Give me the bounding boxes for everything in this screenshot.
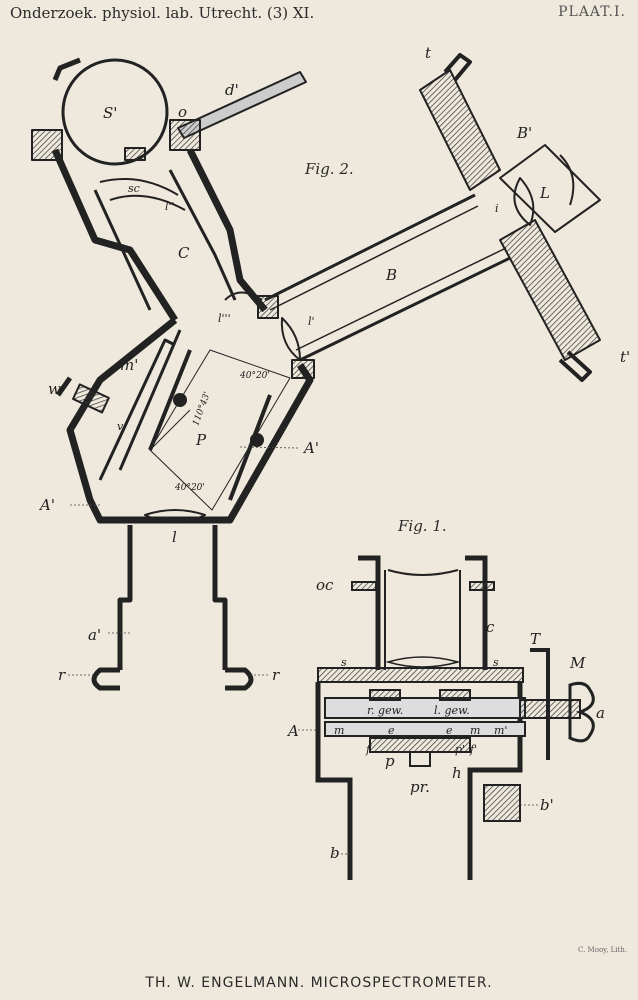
label-A: A [286, 722, 299, 740]
label-lgew: l. gew. [434, 704, 470, 717]
label-T: T [530, 630, 541, 648]
head-B-right [499, 219, 601, 361]
label-m3: m' [494, 724, 507, 737]
header-citation: Onderzoek. physiol. lab. Utrecht. (3) XI… [10, 4, 315, 22]
label-f1: f [365, 743, 372, 756]
label-c: c [486, 618, 495, 636]
label-C: C [178, 244, 190, 262]
label-a: a [596, 704, 605, 722]
fig1-drawing [315, 555, 595, 880]
prism-P [149, 349, 291, 511]
screw-w [72, 383, 110, 414]
label-o: o [178, 103, 187, 121]
fig2-title: Fig. 2. [305, 160, 354, 178]
label-a: a' [88, 626, 101, 644]
angle-3: 40°20' [174, 483, 205, 493]
label-Ap1: A' [302, 439, 319, 457]
label-l2: l'' [165, 200, 175, 213]
lens-l1 [280, 317, 301, 361]
label-tp: t' [620, 348, 630, 366]
label-Bp: B' [516, 124, 532, 142]
label-v: v [117, 420, 124, 433]
label-S: S' [103, 104, 117, 122]
label-oc: oc [316, 576, 334, 594]
label-rgew: r. gew. [367, 704, 403, 717]
label-pr: pr. [410, 778, 430, 796]
label-d: d' [225, 81, 239, 99]
tube-B-bottom [299, 256, 511, 362]
label-b: b [330, 844, 340, 862]
eyepiece-tube-c [358, 555, 488, 670]
tube-B-top [264, 193, 476, 302]
prism-block-p [369, 737, 471, 753]
lens-l [144, 509, 206, 524]
tube-C-inner-left [93, 189, 152, 311]
mirror-plate [148, 349, 192, 451]
lens-L-housing [499, 144, 601, 233]
label-t: t [425, 44, 432, 62]
label-bp: b' [540, 796, 554, 814]
label-h: h [452, 764, 462, 782]
plate-number: PLAAT.I. [558, 4, 626, 20]
fig1-labels: oc c T M s s r. gew. l. gew. a A m e e m… [286, 576, 605, 862]
label-P: P [195, 431, 207, 449]
lens-L [513, 177, 535, 226]
label-p: p [385, 752, 395, 770]
label-s1: s [341, 656, 347, 669]
label-m: m' [120, 356, 138, 374]
label-m1: m [334, 724, 344, 737]
fig2-labels: S' d' o sc l'' C l''' l' B B' t t' L i m… [38, 44, 630, 684]
label-s2: s [493, 656, 499, 669]
head-B-left [419, 69, 501, 191]
label-l: l [172, 528, 177, 546]
lens-sc [99, 177, 179, 196]
knob-t [443, 53, 472, 82]
label-e2: e [446, 724, 453, 737]
tube-C-left [51, 148, 178, 322]
mirror-plate-2 [228, 394, 272, 501]
foot-left [91, 667, 120, 691]
knob-b [483, 784, 521, 822]
fig2-drawing [31, 53, 601, 691]
label-f2: f' [469, 743, 477, 756]
label-M: M [569, 654, 586, 672]
mirror-arm [52, 57, 81, 81]
housing-inner [118, 329, 182, 471]
lithographer-credit: C. Mooy, Lith. [578, 946, 628, 954]
plate-caption: TH. W. ENGELMANN. MICROSPECTROMETER. [145, 975, 493, 991]
label-i: i [495, 202, 499, 215]
plate-s [317, 667, 524, 683]
tube-a [117, 525, 133, 670]
knob-tp [558, 350, 592, 382]
angle-1: 40°20' [239, 371, 270, 381]
slide-m [324, 697, 526, 719]
label-w: w [48, 380, 61, 398]
mirror-circle [61, 58, 169, 166]
angle-2: 110°43' [191, 390, 213, 427]
label-r1: r [58, 666, 66, 684]
label-L: L [539, 184, 550, 202]
slide-m2 [324, 721, 526, 737]
housing-A [66, 317, 314, 524]
label-B: B [385, 266, 397, 284]
fig1-title: Fig. 1. [398, 517, 447, 535]
label-m2: m [470, 724, 480, 737]
label-sc: sc [128, 182, 140, 195]
label-Ap2: A' [38, 496, 55, 514]
tube-C-inner-right [168, 169, 237, 301]
label-e1: e [388, 724, 395, 737]
clamp-o [169, 119, 201, 151]
label-p1: p' [455, 743, 465, 756]
handle-M [568, 681, 595, 743]
label-l1: l' [308, 315, 315, 328]
label-r2: r [272, 666, 280, 684]
foot-right [225, 667, 254, 691]
eyepiece-lens [387, 569, 459, 576]
lever-T [530, 648, 550, 760]
label-l3: l''' [218, 312, 231, 325]
